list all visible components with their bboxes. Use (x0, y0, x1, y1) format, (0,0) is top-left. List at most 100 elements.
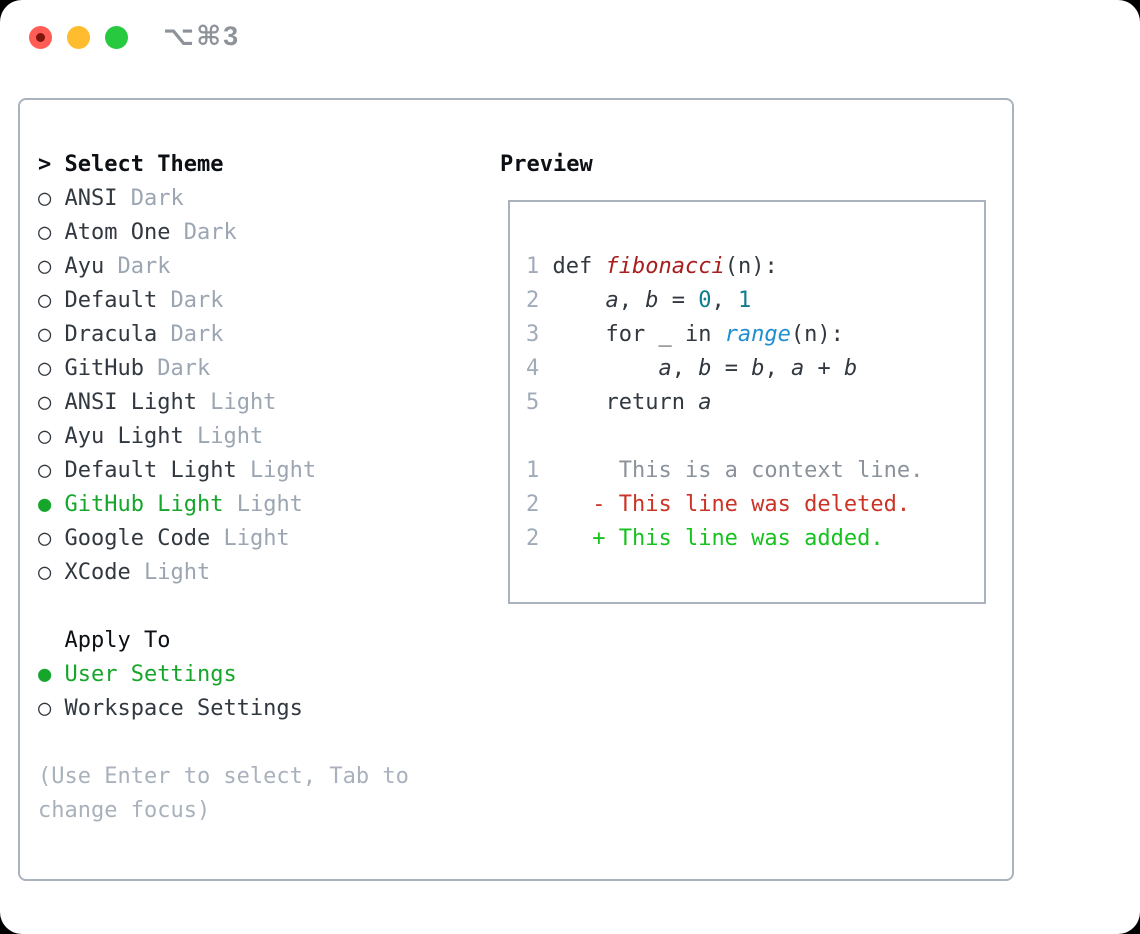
line-number: 3 (526, 322, 540, 347)
theme-option-ansi[interactable]: ○ ANSI Dark (38, 182, 458, 216)
minimize-window-icon[interactable] (67, 26, 90, 49)
radio-icon: ○ (38, 560, 52, 585)
theme-variant-tag: Dark (170, 288, 224, 313)
code-token: = (658, 288, 699, 313)
theme-option-google-code[interactable]: ○ Google Code Light (38, 522, 458, 556)
code-token: b (645, 288, 659, 313)
code-token: b (698, 356, 712, 381)
code-token: , (711, 288, 738, 313)
theme-option-dracula[interactable]: ○ Dracula Dark (38, 318, 458, 352)
code-line: 5 return a (526, 386, 984, 420)
theme-variant-tag: Dark (117, 254, 171, 279)
help-text: (Use Enter to select, Tab to change focu… (38, 764, 409, 823)
apply-option-workspace-settings[interactable]: ○ Workspace Settings (38, 692, 458, 726)
radio-icon: ○ (38, 186, 52, 211)
code-line: 3 for _ in range(n): (526, 318, 984, 352)
theme-variant-tag: Dark (130, 186, 184, 211)
theme-variant-tag: Light (196, 424, 264, 449)
theme-option-github[interactable]: ○ GitHub Dark (38, 352, 458, 386)
code-token: b (751, 356, 765, 381)
code-token (553, 288, 606, 313)
code-token: for _ in (552, 322, 725, 347)
theme-option-ayu-light[interactable]: ○ Ayu Light Light (38, 420, 458, 454)
diff-line-deleted: 2 - This line was deleted. (526, 488, 984, 522)
line-number: 1 (526, 458, 540, 483)
radio-icon: ○ (38, 390, 52, 415)
spacer (38, 726, 458, 760)
code-line: 1 def fibonacci(n): (526, 250, 984, 284)
radio-selected-icon: ● (38, 492, 52, 517)
theme-option-ayu[interactable]: ○ Ayu Dark (38, 250, 458, 284)
theme-name: Ayu (64, 254, 105, 279)
diff-text: + This line was added. (552, 526, 884, 551)
theme-option-default-light[interactable]: ○ Default Light Light (38, 454, 458, 488)
theme-name: Default (64, 288, 158, 313)
code-token: b (843, 356, 858, 381)
theme-variant-tag: Dark (157, 356, 211, 381)
close-window-icon[interactable] (29, 26, 52, 49)
theme-name: ANSI (64, 186, 118, 211)
theme-name: Atom One (64, 220, 171, 245)
radio-icon: ○ (38, 356, 52, 381)
theme-variant-tag: Light (236, 492, 303, 517)
theme-option-github-light[interactable]: ● GitHub Light Light (38, 488, 458, 522)
line-number: 2 (526, 492, 540, 517)
code-token: def (552, 254, 606, 279)
apply-option-user-settings[interactable]: ● User Settings (38, 658, 458, 692)
diff-line-context: 1 This is a context line. (526, 454, 984, 488)
code-token (553, 356, 659, 381)
apply-target-name: User Settings (64, 662, 237, 687)
theme-option-atom-one[interactable]: ○ Atom One Dark (38, 216, 458, 250)
code-token: a (790, 356, 805, 381)
theme-name: GitHub (64, 356, 144, 381)
zoom-window-icon[interactable] (105, 26, 128, 49)
theme-name: Default Light (64, 458, 237, 483)
radio-icon: ○ (38, 288, 52, 313)
theme-name: Google Code (64, 526, 211, 551)
theme-variant-tag: Light (223, 526, 290, 551)
theme-name: Ayu Light (64, 424, 184, 449)
code-token: (n): (790, 322, 844, 347)
radio-icon: ○ (38, 220, 52, 245)
select-theme-header: > Select Theme (38, 148, 458, 182)
blank-line (526, 420, 984, 454)
radio-icon: ○ (38, 424, 52, 449)
theme-variant-tag: Dark (170, 322, 224, 347)
apply-to-header: Apply To (64, 628, 171, 653)
code-line: 2 a, b = 0, 1 (526, 284, 984, 318)
code-token: return (552, 390, 699, 415)
apply-target-name: Workspace Settings (64, 696, 303, 721)
code-token: (n): (724, 254, 778, 279)
theme-list: ○ ANSI Dark○ Atom One Dark○ Ayu Dark○ De… (38, 182, 458, 590)
apply-list: ● User Settings○ Workspace Settings (38, 658, 458, 726)
code-line: 4 a, b = b, a + b (526, 352, 984, 386)
radio-icon: ○ (38, 458, 52, 483)
theme-variant-tag: Dark (183, 220, 237, 245)
code-token: , (618, 288, 646, 313)
preview-header: Preview (500, 152, 593, 177)
code-token: + (804, 356, 844, 381)
radio-icon: ○ (38, 526, 52, 551)
code-token: , (671, 356, 699, 381)
theme-option-default[interactable]: ○ Default Dark (38, 284, 458, 318)
theme-option-ansi-light[interactable]: ○ ANSI Light Light (38, 386, 458, 420)
code-token: fibonacci (605, 254, 725, 279)
theme-name: XCode (64, 560, 131, 585)
code-token: = (711, 356, 752, 381)
select-theme-title: Select Theme (64, 152, 224, 177)
line-number: 4 (526, 356, 540, 381)
code-token: a (605, 288, 619, 313)
theme-name: Dracula (64, 322, 158, 347)
cursor-icon: > (38, 152, 52, 177)
line-number: 2 (526, 288, 540, 313)
code-token: a (658, 356, 672, 381)
code-token: , (764, 356, 791, 381)
window-shortcut-label: ⌥⌘3 (163, 21, 241, 51)
theme-option-xcode[interactable]: ○ XCode Light (38, 556, 458, 590)
spacer (38, 590, 458, 624)
window-titlebar: ⌥⌘3 (0, 0, 1140, 75)
theme-variant-tag: Light (143, 560, 211, 585)
line-number: 2 (526, 526, 540, 551)
line-number: 1 (526, 254, 540, 279)
